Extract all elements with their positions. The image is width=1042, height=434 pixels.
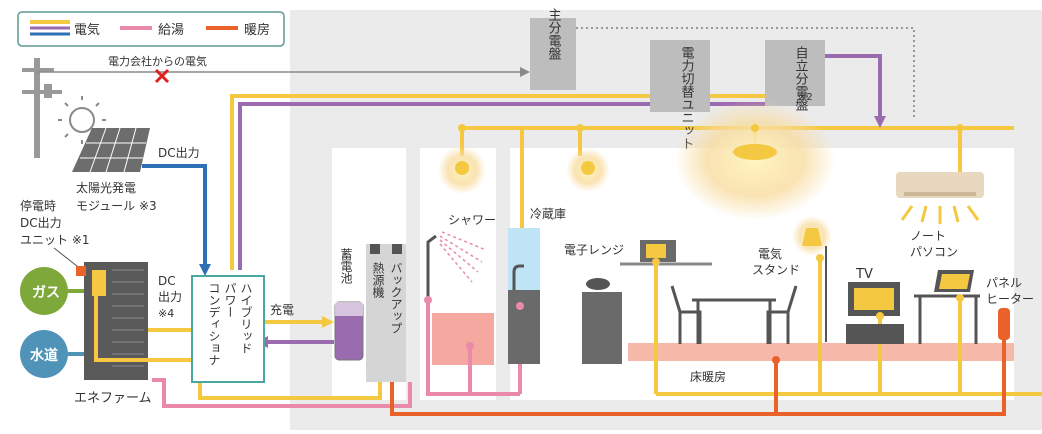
laptop-icon — [914, 270, 980, 344]
dc-out4-1: DC — [158, 274, 176, 288]
outage-label-2: DC出力 — [20, 216, 62, 230]
tv-icon — [846, 282, 904, 344]
enefarm-unit — [76, 262, 148, 380]
grid-power-label: 電力会社からの電気 — [108, 54, 207, 68]
cross-icon — [154, 68, 170, 84]
solar-panel-icon — [72, 127, 150, 173]
main-panel-label: 主分電盤 — [546, 8, 562, 60]
switch-unit-label: 電力切替ユニット — [679, 46, 695, 150]
self-panel — [765, 40, 825, 106]
hybrid-label-2: パワー — [223, 282, 237, 318]
wall-mid — [496, 148, 510, 400]
fridge-label: 冷蔵庫 — [530, 207, 566, 221]
chair-icon — [670, 285, 798, 344]
shower-label: シャワー — [448, 213, 496, 227]
heat-source-unit — [366, 244, 406, 382]
lamp-label-2: スタンド — [752, 263, 800, 277]
charge-label: 充電 — [270, 302, 294, 317]
backup-label: バックアップ — [389, 262, 403, 334]
laptop-label-1: ノート — [910, 229, 946, 243]
legend-hotwater: 給湯 — [158, 23, 184, 38]
hybrid-label-3: コンディショナ — [207, 282, 221, 366]
sun-icon — [58, 96, 106, 144]
switch-unit — [650, 40, 710, 112]
faucet-icon — [512, 264, 524, 300]
outage-label-1: 停電時 — [20, 198, 56, 213]
dc-out-label: DC出力 — [158, 146, 200, 160]
solar-module-label: モジュール ※3 — [76, 199, 157, 213]
laptop-label-2: パソコン — [910, 245, 958, 259]
microwave-icon — [620, 240, 712, 266]
battery-label: 蓄電池 — [339, 248, 353, 284]
lamp-label-1: 電気 — [758, 246, 782, 261]
connector-dots — [424, 124, 1008, 364]
gas-label: ガス — [32, 285, 60, 301]
power-pole-icon — [22, 58, 62, 158]
panel-heater — [998, 308, 1010, 340]
hybrid-label-1: ハイブリッド — [239, 282, 253, 354]
self-panel-label: 自立分電盤 — [793, 46, 809, 111]
water-label: 水道 — [30, 347, 58, 364]
water-circle — [20, 330, 68, 378]
heating-lines — [390, 336, 1006, 416]
shower-head-icon — [426, 231, 487, 300]
gas-circle — [20, 267, 68, 315]
main-panel — [530, 18, 576, 90]
wall-left — [406, 148, 420, 400]
self-panel-note: ※2 — [798, 92, 813, 103]
air-conditioner-icon — [896, 172, 984, 224]
panel-heater-label-2: ヒーター — [986, 292, 1034, 306]
solar-label: 太陽光発電 — [76, 180, 136, 195]
stove-unit — [582, 292, 622, 364]
outage-label-3: ユニット ※1 — [20, 233, 90, 247]
legend-heating: 暖房 — [244, 22, 270, 38]
dc-line — [142, 164, 207, 268]
microwave-label: 電子レンジ — [564, 243, 624, 257]
legend-electric: 電気 — [74, 22, 100, 38]
hybrid-conditioner — [191, 275, 265, 383]
table-icon — [692, 298, 776, 344]
dc-out4-2: 出力 — [158, 290, 182, 304]
enefarm-label: エネファーム — [74, 391, 152, 406]
floor-heating-label: 床暖房 — [690, 369, 726, 384]
tv-label: TV — [855, 267, 873, 282]
heat-source-label: 熱源機 — [371, 262, 385, 298]
dc-out4-3: ※4 — [158, 307, 174, 320]
panel-heater-label-1: パネル — [986, 276, 1022, 290]
bath-heater — [432, 313, 494, 365]
